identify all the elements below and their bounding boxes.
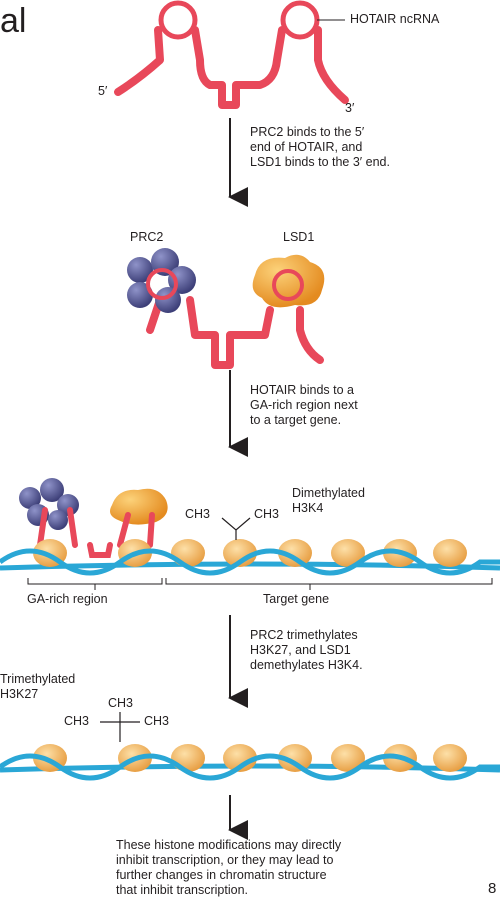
three-prime-label: 3′ [345,101,355,115]
ch3-right-label: CH3 [254,507,280,521]
step-2-text: HOTAIR binds to a GA-rich region next to… [250,383,358,427]
ga-region-label: GA-rich region [27,592,108,606]
chromatin-panel4 [0,712,500,781]
hotair-label: HOTAIR ncRNA [350,12,440,26]
panel3-complexes [19,478,168,558]
ch3-left2-label: CH3 [64,714,90,728]
slide-title-fragment: al [0,2,27,40]
dimethylated-label: Dimethylated H3K4 [292,486,365,515]
prc2-label: PRC2 [130,230,164,244]
target-gene-label: Target gene [263,592,330,606]
chromatin-panel3 [0,517,500,590]
lsd1-label: LSD1 [283,230,315,244]
prc2-complex [127,248,196,313]
trimethylated-label: Trimethylated H3K27 [0,672,76,701]
step-1-text: PRC2 binds to the 5′ end of HOTAIR, and … [250,125,390,169]
ch3-top-label: CH3 [108,696,134,710]
hotair-rna-panel1 [114,0,349,109]
conclusion-text: These histone modifications may directly… [116,838,342,897]
lsd1-complex [252,254,325,308]
step-3-text: PRC2 trimethylates H3K27, and LSD1 demet… [250,628,363,672]
ch3-left-label: CH3 [185,507,211,521]
ch3-right2-label: CH3 [144,714,170,728]
five-prime-label: 5′ [98,84,108,98]
slide-number-fragment: 8 [488,880,497,897]
